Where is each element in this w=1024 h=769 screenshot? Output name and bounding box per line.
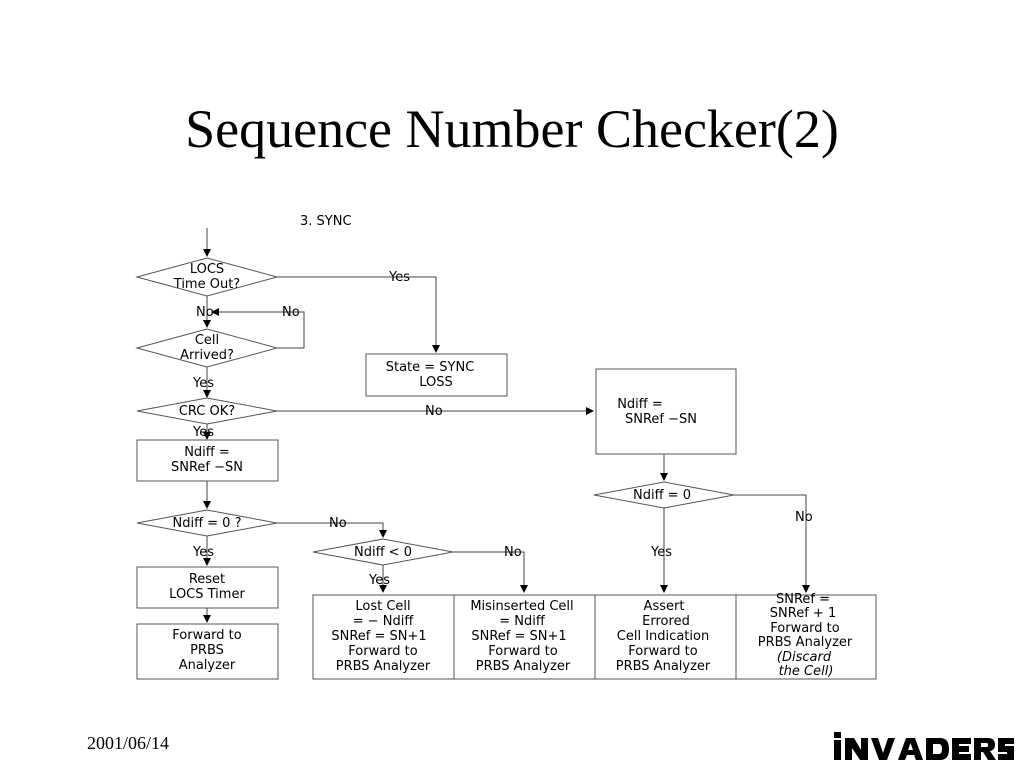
process-forward-prbs: Forward to PRBS Analyzer (136, 623, 279, 680)
process-snref-plus-one: SNRef = SNRef + 1 Forward to PRBS Analyz… (735, 592, 877, 680)
label-ndiffneg-yes: Yes (368, 573, 390, 588)
label-crc-no: No (425, 404, 443, 419)
edge-locs-yes (277, 276, 440, 353)
process-lost-line5: PRBS Analyzer (336, 659, 431, 674)
decision-cell-line1: Cell (195, 333, 219, 348)
process-lost-line2: = − Ndiff (353, 614, 415, 629)
decision-crc-ok: CRC OK? (136, 397, 278, 425)
decision-locs-line1: LOCS (190, 262, 224, 277)
process-snref-line5: (Discard (777, 650, 832, 665)
process-reset-locs: Reset LOCS Timer (136, 566, 279, 609)
edge-ndiff0r-no (734, 494, 810, 593)
process-state-sync-loss: State = SYNC LOSS (365, 353, 508, 397)
decision-locs-line2: Time Out? (173, 277, 240, 292)
process-snref-line2: SNRef + 1 (770, 606, 836, 621)
decision-ndiff0-text: Ndiff = 0 ? (172, 516, 241, 531)
process-assert-line5: PRBS Analyzer (616, 659, 711, 674)
process-assert-line3: Cell Indication (617, 629, 709, 644)
process-lost-cell: Lost Cell = − Ndiff SNRef = SN+1 Forward… (312, 594, 455, 680)
process-reset-line1: Reset (189, 572, 225, 587)
label-ndiffneg-no: No (504, 545, 522, 560)
label-ndiff0-no: No (329, 516, 347, 531)
invaders-logo (830, 728, 1016, 769)
process-assert-errored: Assert Errored Cell Indication Forward t… (594, 594, 737, 680)
label-crc-yes: Yes (192, 425, 214, 440)
label-cell-no: No (282, 305, 300, 320)
process-ndiff-left-line1: Ndiff = (184, 445, 230, 460)
process-ndiff-right-line2: SNRef −SN (625, 412, 697, 427)
process-ndiff-left-line2: SNRef −SN (171, 460, 243, 475)
process-ndiff-left: Ndiff = SNRef −SN (136, 439, 279, 482)
process-assert-line4: Forward to (628, 644, 698, 659)
decision-cell-line2: Arrived? (180, 348, 234, 363)
decision-cell-arrived: Cell Arrived? (135, 328, 279, 368)
label-locs-yes: Yes (388, 270, 410, 285)
process-mis-line4: Forward to (488, 644, 558, 659)
decision-ndiff0r-text: Ndiff = 0 (633, 488, 691, 503)
process-ndiff-right-line1: Ndiff = (617, 397, 663, 412)
edge-cell-no (211, 308, 305, 349)
process-mis-line2: = Ndiff (499, 614, 546, 629)
process-snref-line6: the Cell) (779, 664, 834, 679)
process-snref-line3: Forward to (770, 621, 840, 636)
label-ndiff0r-yes: Yes (650, 545, 672, 560)
decision-ndiffneg-text: Ndiff < 0 (354, 545, 412, 560)
process-snref-line4: PRBS Analyzer (758, 635, 853, 650)
process-lost-line3: SNRef = SN+1 (331, 629, 426, 644)
decision-crc-text: CRC OK? (179, 404, 235, 419)
process-forward-line1: Forward to (172, 628, 242, 643)
edge-ndiffneg-no (453, 551, 528, 593)
label-ndiff0-yes: Yes (192, 545, 214, 560)
process-mis-line5: PRBS Analyzer (476, 659, 571, 674)
decision-locs-timeout: LOCS Time Out? (135, 257, 279, 297)
process-reset-line2: LOCS Timer (169, 587, 245, 602)
process-mis-line1: Misinserted Cell (470, 599, 573, 614)
label-cell-yes: Yes (192, 376, 214, 391)
decision-ndiff-zero-left: Ndiff = 0 ? (136, 509, 278, 537)
process-snref-line1: SNRef = (776, 592, 830, 607)
process-sync-line1: State = SYNC (386, 360, 475, 375)
process-forward-line3: Analyzer (179, 658, 236, 673)
footer-date: 2001/06/14 (87, 733, 170, 753)
process-sync-line2: LOSS (419, 375, 453, 390)
process-assert-line2: Errored (642, 614, 690, 629)
edge-ndiff0-no (277, 522, 387, 538)
decision-ndiff-zero-right: Ndiff = 0 (593, 481, 735, 509)
process-mis-line3: SNRef = SN+1 (471, 629, 566, 644)
process-forward-line2: PRBS (190, 643, 224, 658)
process-ndiff-right: Ndiff = SNRef −SN (595, 368, 737, 455)
label-ndiff0r-no: No (795, 510, 813, 525)
page-title: Sequence Number Checker(2) (185, 99, 839, 159)
label-locs-no: No (196, 305, 214, 320)
process-assert-line1: Assert (644, 599, 685, 614)
process-misinserted-cell: Misinserted Cell = Ndiff SNRef = SN+1 Fo… (453, 594, 596, 680)
decision-ndiff-negative: Ndiff < 0 (312, 538, 454, 566)
section-label: 3. SYNC (300, 214, 352, 229)
process-lost-line4: Forward to (348, 644, 418, 659)
process-lost-line1: Lost Cell (355, 599, 410, 614)
